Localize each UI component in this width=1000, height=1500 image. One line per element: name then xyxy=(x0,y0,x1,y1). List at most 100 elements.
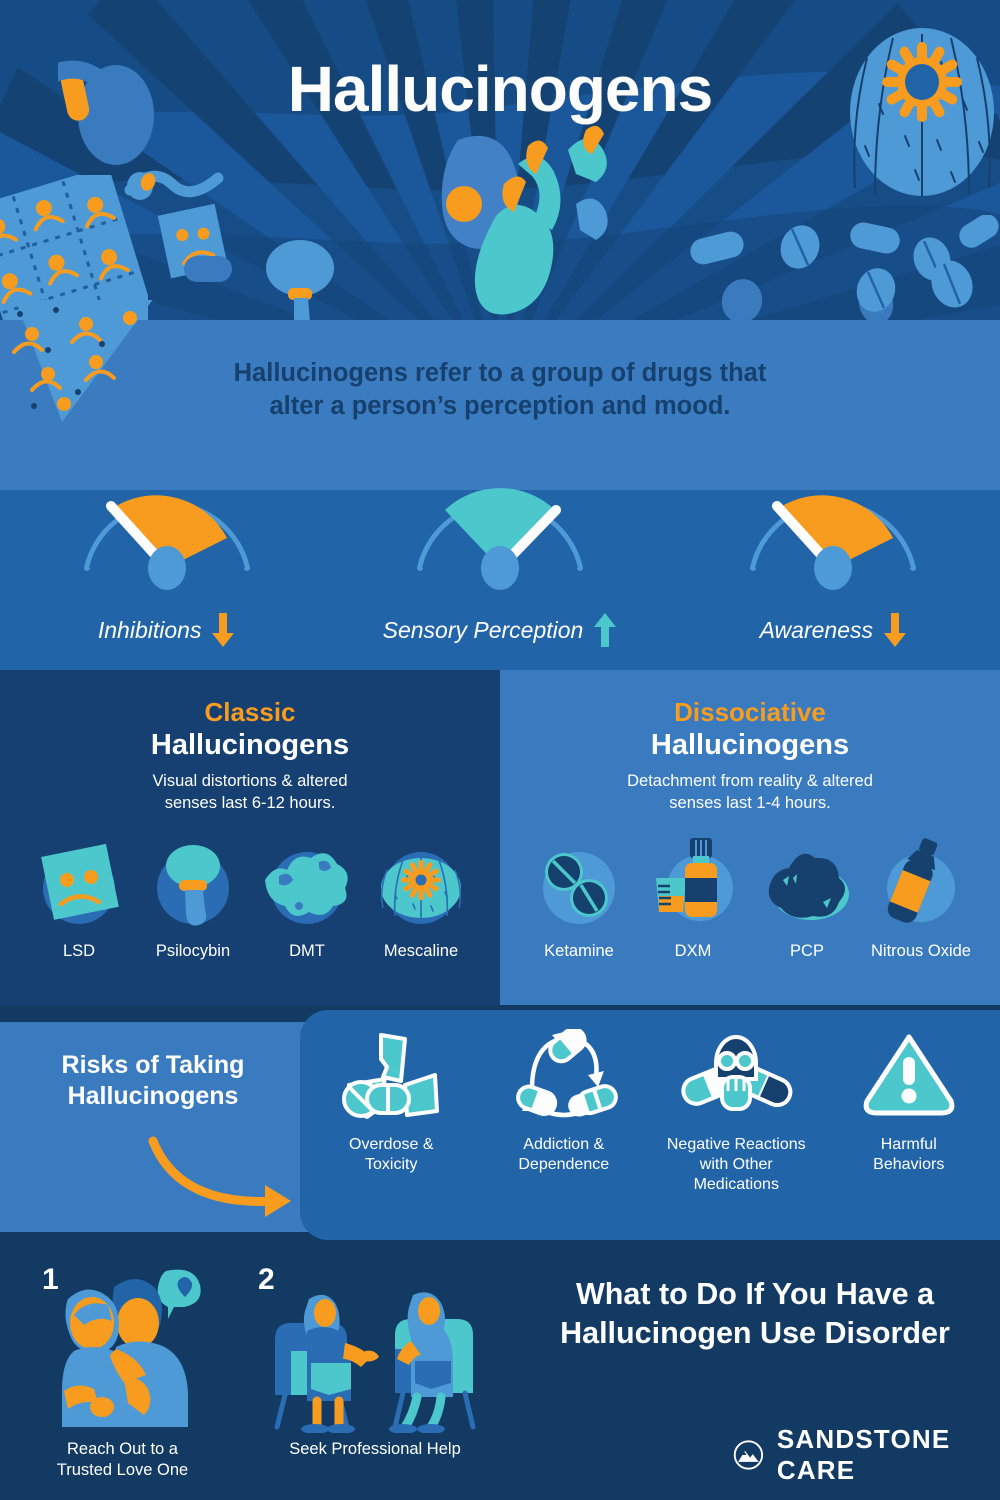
gauge-dial-icon xyxy=(750,495,917,590)
arrow-down-icon xyxy=(212,613,235,647)
gauge-label-text: Inhibitions xyxy=(97,616,202,643)
category-title: Hallucinogens xyxy=(150,729,350,761)
category-items: LSD Psilocybin xyxy=(0,832,500,961)
risk-label-line-1: Negative Reactions xyxy=(666,1136,806,1153)
peyote-cactus-flower-icon xyxy=(850,28,994,196)
gauge-label-sensory-perception: Sensory Perception xyxy=(333,613,666,647)
risk-item-overdose-toxicity: Overdose & Toxicity xyxy=(305,1027,478,1195)
drug-name: Nitrous Oxide xyxy=(871,942,971,961)
risk-label-line-2: Dependence xyxy=(518,1156,610,1173)
couple-embrace-icon xyxy=(20,1255,225,1433)
risks-heading-line-2: Hallucinogens xyxy=(67,1081,239,1110)
category-description: Visual distortions & altered senses last… xyxy=(0,770,500,814)
scattered-pills-lower-icon xyxy=(856,260,973,312)
gauge-label-inhibitions: Inhibitions xyxy=(0,613,333,647)
gauge-label-text: Awareness xyxy=(759,616,873,643)
pcp-rock-icon xyxy=(750,832,864,936)
drug-name: Ketamine xyxy=(544,942,614,961)
footer-step-2: 2 xyxy=(240,1255,510,1460)
footer-title-line-1: What to Do If You Have a xyxy=(575,1277,935,1311)
gauges-row: Inhibitions Sensory Perception xyxy=(0,440,1000,655)
drug-item-psilocybin: Psilocybin xyxy=(136,832,250,961)
drug-item-lsd: LSD xyxy=(22,832,136,961)
drug-item-mescaline: Mescaline xyxy=(364,832,478,961)
category-desc-line-2: senses last 6-12 hours. xyxy=(164,794,336,813)
step-number: 2 xyxy=(258,1263,275,1296)
gauge-label-text: Sensory Perception xyxy=(382,616,584,643)
step-caption: Reach Out to a Trusted Love One xyxy=(20,1439,225,1482)
risk-label: Overdose & Toxicity xyxy=(305,1135,478,1175)
drug-name: DXM xyxy=(674,942,712,961)
mushroom-icon xyxy=(266,240,334,320)
gauge-label-awareness: Awareness xyxy=(667,613,1000,647)
pill-cycle-icon xyxy=(478,1027,651,1123)
arrow-down-icon xyxy=(884,613,906,647)
lsd-blotter-icon xyxy=(22,832,136,936)
drug-name: Psilocybin xyxy=(155,942,231,961)
curved-arrow-right-icon xyxy=(148,1136,291,1217)
drug-name: DMT xyxy=(289,942,325,961)
risk-label-line-3: Medications xyxy=(693,1176,779,1193)
subtitle-line-2: alter a person’s perception and mood. xyxy=(269,391,731,420)
subtitle-line-1: Hallucinogens refer to a group of drugs … xyxy=(233,359,767,387)
category-desc-line-1: Detachment from reality & altered xyxy=(627,772,873,790)
gauge-inhibitions: Inhibitions xyxy=(0,440,333,655)
category-items: Ketamine xyxy=(500,832,1000,961)
risk-item-harmful-behaviors: Harmful Behaviors xyxy=(823,1027,996,1195)
step-caption: Seek Professional Help xyxy=(240,1439,510,1460)
warning-triangle-icon xyxy=(823,1027,996,1123)
drug-item-dxm: DXM xyxy=(636,832,750,961)
footer-title-line-2: Hallucinogen Use Disorder xyxy=(560,1316,950,1351)
risks-heading-line-1: Risks of Taking xyxy=(61,1051,245,1079)
worm-squiggle-icon xyxy=(124,170,224,200)
gauge-dial-icon xyxy=(83,495,250,590)
footer-step-1: 1 xyxy=(20,1255,225,1482)
risk-label: Negative Reactions with Other Medication… xyxy=(650,1135,823,1195)
gauge-dial-icon xyxy=(416,488,583,590)
brand-name: SANDSTONE CARE xyxy=(776,1424,951,1485)
arrow-up-icon xyxy=(594,613,617,647)
step-caption-line-1: Reach Out to a xyxy=(67,1440,178,1458)
risks-heading: Risks of Taking Hallucinogens xyxy=(8,1050,298,1111)
step-caption-line-1: Seek Professional Help xyxy=(289,1440,461,1458)
risk-label: Addiction & Dependence xyxy=(478,1135,651,1175)
risk-label-line-2: Toxicity xyxy=(365,1156,418,1173)
tablets-icon xyxy=(522,832,636,936)
risks-items: Overdose & Toxicity xyxy=(305,1027,995,1195)
drug-item-dmt: DMT xyxy=(250,832,364,961)
risk-label: Harmful Behaviors xyxy=(823,1135,996,1175)
category-classic-hallucinogens: Classic Hallucinogens Visual distortions… xyxy=(0,670,500,1005)
subtitle-text: Hallucinogens refer to a group of drugs … xyxy=(0,357,1000,422)
blotter-triangle-decor-icon xyxy=(12,300,153,422)
risk-item-negative-reactions: Negative Reactions with Other Medication… xyxy=(650,1027,823,1195)
risk-label-line-2: with Other xyxy=(699,1156,773,1173)
risk-label-line-1: Addiction & xyxy=(523,1136,605,1153)
risks-section: Risks of Taking Hallucinogens xyxy=(0,1005,1000,1245)
drug-item-pcp: PCP xyxy=(750,832,864,961)
drug-name: PCP xyxy=(790,942,824,961)
brand-logo: SANDSTONE CARE xyxy=(733,1424,1000,1486)
mushroom-icon xyxy=(136,832,250,936)
category-desc-line-1: Visual distortions & altered xyxy=(152,772,348,790)
peyote-cactus-icon xyxy=(364,832,478,936)
category-kicker: Dissociative xyxy=(674,697,826,727)
category-title: Hallucinogens xyxy=(650,729,850,761)
header-section: Hallucinogens xyxy=(0,0,1000,320)
dmt-bark-icon xyxy=(250,832,364,936)
gauge-sensory-perception: Sensory Perception xyxy=(333,440,666,655)
category-kicker: Classic xyxy=(204,697,296,727)
gauge-awareness: Awareness xyxy=(667,440,1000,655)
drug-item-nitrous-oxide: Nitrous Oxide xyxy=(864,832,978,961)
drug-name: Mescaline xyxy=(383,942,459,961)
risk-label-line-1: Harmful xyxy=(880,1136,937,1153)
tablet-pill-icon xyxy=(184,256,232,282)
skull-pills-icon xyxy=(650,1027,823,1123)
therapy-session-icon xyxy=(240,1255,510,1433)
broken-pills-icon xyxy=(305,1027,478,1123)
risks-panel-background xyxy=(300,1010,1000,1240)
footer-section: 1 xyxy=(0,1245,1000,1500)
floating-person-icon xyxy=(441,125,608,315)
drug-item-ketamine: Ketamine xyxy=(522,832,636,961)
cough-syrup-bottle-icon xyxy=(636,832,750,936)
